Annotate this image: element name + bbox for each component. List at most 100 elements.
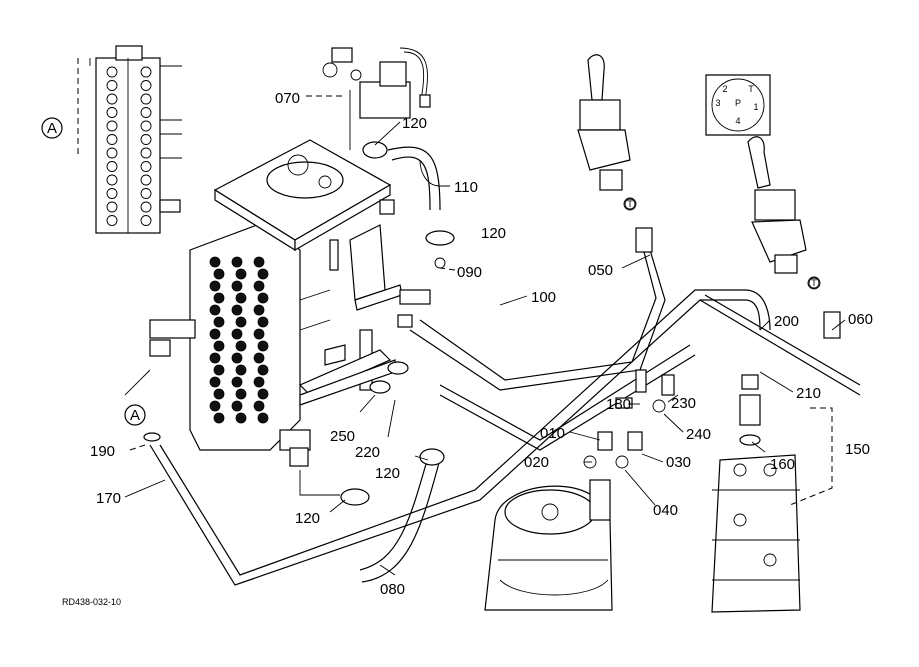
hose-clamps bbox=[340, 141, 455, 506]
valve-spool bbox=[213, 364, 225, 376]
port-circle bbox=[140, 120, 152, 132]
valve-spool bbox=[235, 292, 247, 304]
t-marker-left bbox=[623, 197, 637, 211]
port-circle bbox=[106, 66, 118, 78]
callout-050: 050 bbox=[588, 262, 613, 279]
port-circle bbox=[140, 107, 152, 118]
valve-spool bbox=[235, 316, 247, 328]
callout-100: 100 bbox=[531, 289, 556, 306]
callout-230: 230 bbox=[671, 395, 696, 412]
port-circle bbox=[106, 215, 118, 226]
port-3-label: 3 bbox=[715, 98, 720, 108]
group-bracket-150 bbox=[789, 407, 833, 506]
swivel-motor bbox=[484, 479, 613, 611]
port-pattern-plate bbox=[705, 74, 771, 136]
valve-spool bbox=[231, 400, 243, 412]
valve-spool bbox=[235, 268, 247, 280]
valve-spool bbox=[209, 352, 221, 364]
callout-160: 160 bbox=[770, 456, 795, 473]
port-circle bbox=[106, 93, 118, 105]
valve-spool bbox=[257, 292, 269, 304]
control-valve bbox=[149, 221, 331, 467]
callout-210: 210 bbox=[796, 385, 821, 402]
oring-190 bbox=[143, 432, 161, 442]
valve-spool bbox=[209, 328, 221, 340]
valve-spool bbox=[257, 268, 269, 280]
callout-040: 040 bbox=[653, 502, 678, 519]
port-2-label: 2 bbox=[722, 84, 727, 94]
valve-spool bbox=[257, 316, 269, 328]
valve-spool bbox=[235, 412, 247, 424]
pilot-valve-right bbox=[747, 136, 841, 339]
port-circle bbox=[140, 174, 152, 186]
callout-070: 070 bbox=[275, 90, 300, 107]
callout-120-low: 120 bbox=[375, 465, 400, 482]
port-circle bbox=[140, 201, 152, 213]
valve-spool bbox=[235, 388, 247, 400]
valve-spool bbox=[209, 280, 221, 292]
mounting-plate bbox=[213, 139, 395, 271]
valve-spool bbox=[213, 268, 225, 280]
valve-spool bbox=[235, 340, 247, 352]
callout-250: 250 bbox=[330, 428, 355, 445]
t-marker-left-label: T bbox=[627, 199, 633, 209]
port-circle bbox=[106, 120, 118, 132]
valve-spool bbox=[253, 352, 265, 364]
callout-120-top: 120 bbox=[402, 115, 427, 132]
port-circle bbox=[140, 93, 152, 105]
valve-spool bbox=[209, 376, 221, 388]
leader-lines bbox=[124, 95, 846, 576]
port-circle bbox=[106, 134, 118, 145]
callout-190: 190 bbox=[90, 443, 115, 460]
t-marker-right-label: T bbox=[811, 278, 817, 288]
valve-spool bbox=[213, 412, 225, 424]
port-circle bbox=[106, 161, 118, 172]
port-circle bbox=[140, 215, 152, 226]
callout-labels: 070 120 110 120 090 100 050 060 200 210 … bbox=[90, 90, 873, 598]
fittings bbox=[583, 369, 675, 469]
port-4-label: 4 bbox=[735, 116, 740, 126]
valve-spool bbox=[231, 280, 243, 292]
detail-view-a bbox=[77, 45, 182, 234]
port-t-label: T bbox=[748, 84, 754, 94]
port-circle bbox=[140, 134, 152, 145]
valve-spool bbox=[257, 412, 269, 424]
port-1-label: 1 bbox=[753, 102, 758, 112]
valve-spool bbox=[209, 304, 221, 316]
callout-150: 150 bbox=[845, 441, 870, 458]
callout-120-bottom: 120 bbox=[295, 510, 320, 527]
valve-spool bbox=[257, 364, 269, 376]
callout-110: 110 bbox=[454, 179, 478, 196]
valve-spool bbox=[257, 340, 269, 352]
valve-spool bbox=[253, 256, 265, 268]
callout-180: 180 bbox=[606, 396, 631, 413]
valve-spool bbox=[213, 316, 225, 328]
port-circle bbox=[106, 188, 118, 199]
callout-010: 010 bbox=[540, 425, 565, 442]
valve-spool bbox=[231, 376, 243, 388]
port-circle bbox=[106, 107, 118, 118]
port-circle bbox=[140, 147, 152, 159]
port-p-label: P bbox=[735, 98, 741, 108]
callout-030: 030 bbox=[666, 454, 691, 471]
valve-spool bbox=[231, 352, 243, 364]
callout-080: 080 bbox=[380, 581, 405, 598]
view-arrow bbox=[124, 369, 151, 396]
valve-spool bbox=[213, 292, 225, 304]
view-marker-a-2 bbox=[124, 404, 146, 426]
callout-120-mid: 120 bbox=[481, 225, 506, 242]
valve-spool bbox=[253, 304, 265, 316]
callout-220: 220 bbox=[355, 444, 380, 461]
view-marker-a-label: A bbox=[47, 120, 57, 137]
support-bracket bbox=[298, 224, 431, 406]
callout-170: 170 bbox=[96, 490, 121, 507]
valve-spool bbox=[231, 328, 243, 340]
solenoid-valve bbox=[322, 47, 431, 150]
view-marker-a-2-label: A bbox=[130, 407, 140, 424]
valve-spool bbox=[213, 388, 225, 400]
valve-spool bbox=[253, 400, 265, 412]
valve-spool bbox=[209, 400, 221, 412]
rotary-manifold bbox=[711, 374, 801, 613]
pilot-valve-left bbox=[577, 54, 653, 253]
